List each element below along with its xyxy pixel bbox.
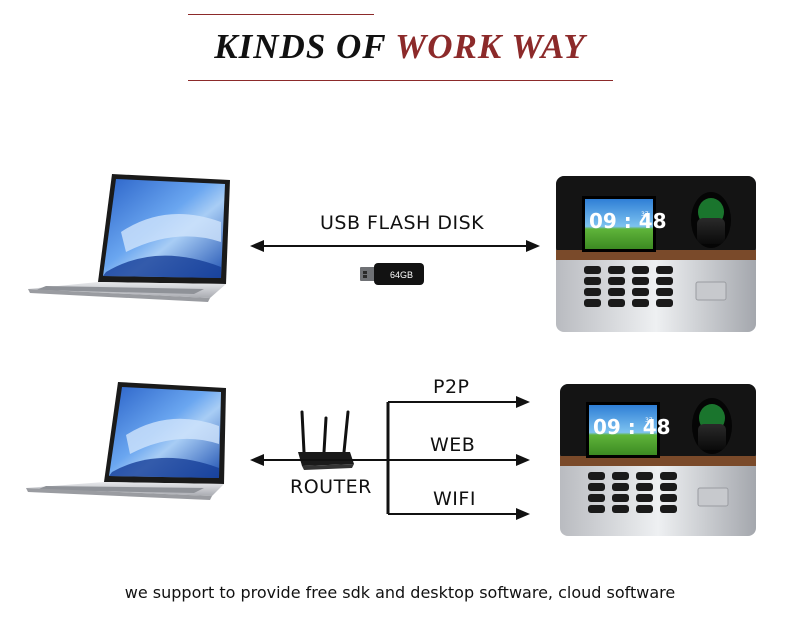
usb-connection-arrow <box>250 240 540 252</box>
wifi-label: WIFI <box>433 488 476 510</box>
footer-note: we support to provide free sdk and deskt… <box>124 583 676 602</box>
seconds-display: 37 <box>645 417 653 424</box>
title-part-2: WORK WAY <box>395 27 586 66</box>
laptop-icon <box>26 382 226 500</box>
usb-capacity-text: 64GB <box>390 270 413 280</box>
attendance-terminal-icon: 09 : 48 37 <box>560 384 756 536</box>
web-label: WEB <box>430 434 476 456</box>
usb-drive-icon: 64GB <box>360 263 424 285</box>
page-title: KINDS OF WORK WAY <box>0 27 800 67</box>
p2p-label: P2P <box>433 376 470 398</box>
router-label: ROUTER <box>290 476 372 498</box>
header-bottom-rule <box>188 80 613 81</box>
laptop-icon <box>28 174 230 302</box>
network-connection-arrows <box>250 396 530 520</box>
clock-display: 09 : 48 <box>589 209 667 233</box>
title-part-1: KINDS OF <box>214 27 387 66</box>
header-top-rule <box>188 14 374 15</box>
attendance-terminal-icon: 09 : 48 37 <box>556 176 756 332</box>
clock-display: 09 : 48 <box>593 415 671 439</box>
usb-flash-disk-label: USB FLASH DISK <box>320 212 485 234</box>
seconds-display: 37 <box>641 211 649 218</box>
